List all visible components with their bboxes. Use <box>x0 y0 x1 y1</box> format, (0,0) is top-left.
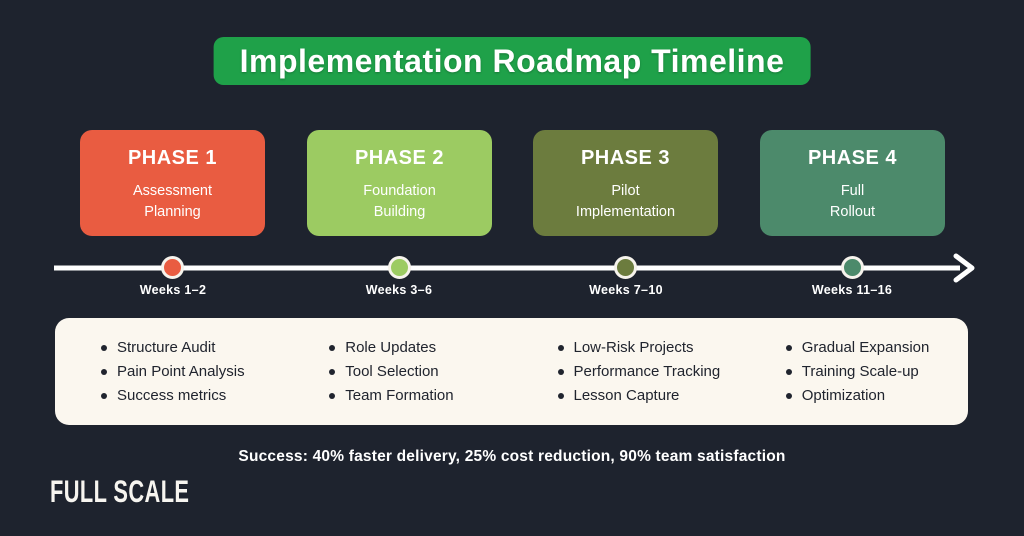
phase-label: PHASE 2 <box>354 147 445 169</box>
phase-description: Full Rollout <box>760 181 945 223</box>
phase-description: Pilot Implementation <box>533 181 718 223</box>
phase-card-2: PHASE 2 Foundation Building <box>307 130 492 236</box>
week-label-3: Weeks 7–10 <box>589 283 663 297</box>
list-item: Pain Point Analysis <box>99 360 283 384</box>
list-item: Optimization <box>784 384 968 408</box>
phase-sub-line: Full <box>840 183 865 199</box>
week-label-2: Weeks 3–6 <box>365 283 433 297</box>
list-item: Lesson Capture <box>556 384 740 408</box>
phase-card-1: PHASE 1 Assessment Planning <box>80 130 265 236</box>
week-label-1: Weeks 1–2 <box>139 283 207 297</box>
phase-sub-line: Pilot <box>611 183 640 199</box>
timeline-marker-phase-1 <box>161 256 184 279</box>
phase-card-4: PHASE 4 Full Rollout <box>760 130 945 236</box>
timeline-arrow <box>54 253 975 283</box>
timeline-marker-phase-4 <box>841 256 864 279</box>
success-note: Success: 40% faster delivery, 25% cost r… <box>238 448 786 465</box>
details-panel: Structure Audit Pain Point Analysis Succ… <box>55 318 968 425</box>
details-column-phase-2: Role Updates Tool Selection Team Formati… <box>283 336 511 408</box>
phase-card-3: PHASE 3 Pilot Implementation <box>533 130 718 236</box>
list-item: Tool Selection <box>327 360 511 384</box>
list-item: Team Formation <box>327 384 511 408</box>
details-column-phase-1: Structure Audit Pain Point Analysis Succ… <box>55 336 283 408</box>
list-item: Training Scale-up <box>784 360 968 384</box>
phase-sub-line: Building <box>373 204 426 220</box>
phase-description: Assessment Planning <box>80 181 265 223</box>
timeline-marker-phase-3 <box>614 256 637 279</box>
brand-logo: FULL SCALE <box>50 474 190 509</box>
list-item: Performance Tracking <box>556 360 740 384</box>
phase-sub-line: Planning <box>144 204 201 220</box>
list-item: Gradual Expansion <box>784 336 968 360</box>
list-item: Low-Risk Projects <box>556 336 740 360</box>
list-item: Role Updates <box>327 336 511 360</box>
timeline-marker-phase-2 <box>388 256 411 279</box>
list-item: Success metrics <box>99 384 283 408</box>
list-item: Structure Audit <box>99 336 283 360</box>
phase-sub-line: Implementation <box>575 204 676 220</box>
phase-sub-line: Rollout <box>829 204 876 220</box>
phase-label: PHASE 1 <box>127 147 218 169</box>
phase-label: PHASE 3 <box>580 147 671 169</box>
phase-label: PHASE 4 <box>807 147 898 169</box>
phase-sub-line: Assessment <box>133 183 212 199</box>
details-column-phase-4: Gradual Expansion Training Scale-up Opti… <box>740 336 968 408</box>
phase-description: Foundation Building <box>307 181 492 223</box>
phase-sub-line: Foundation <box>363 183 436 199</box>
week-label-4: Weeks 11–16 <box>811 283 893 297</box>
page-title: Implementation Roadmap Timeline <box>239 42 785 79</box>
title-banner: Implementation Roadmap Timeline <box>213 37 811 85</box>
details-column-phase-3: Low-Risk Projects Performance Tracking L… <box>512 336 740 408</box>
